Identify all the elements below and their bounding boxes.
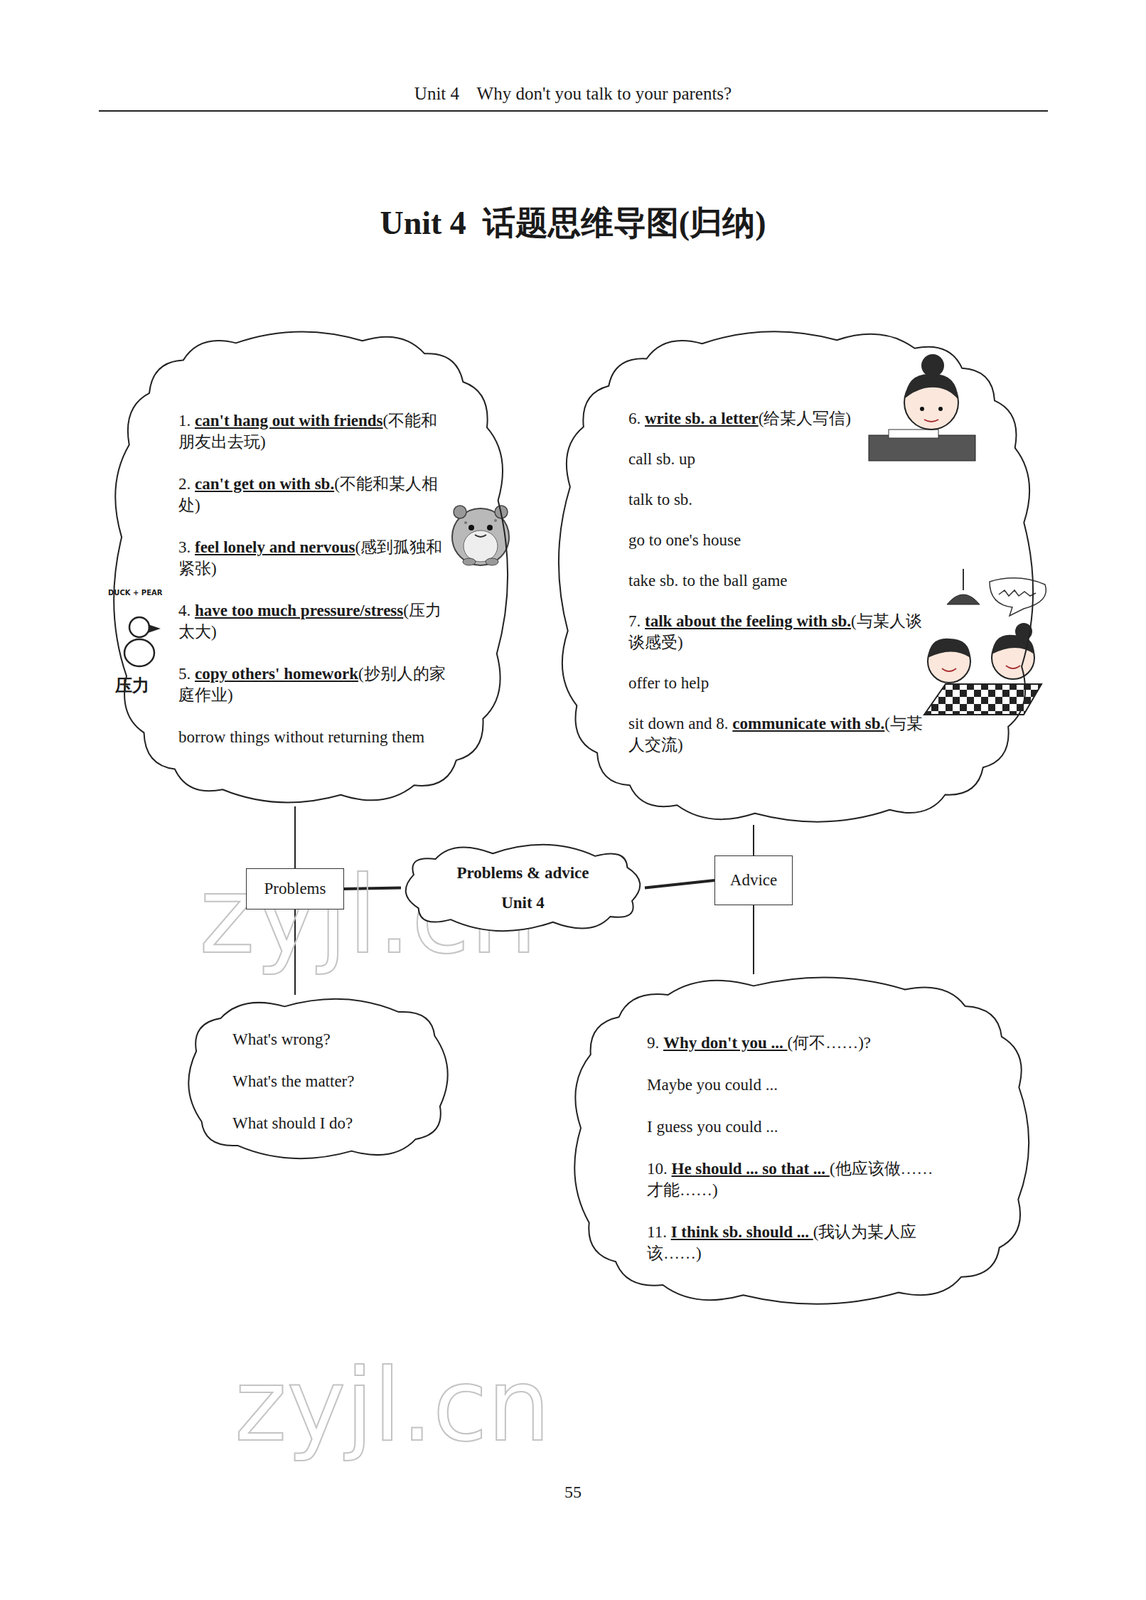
list-item: go to one's house: [628, 529, 928, 551]
list-item: 10. He should ... so that ... (他应该做……才能……: [646, 1158, 946, 1201]
icon-caption: DUCK + PEAR: [108, 588, 163, 597]
list-item: 11. I think sb. should ... (我认为某人应该……): [646, 1221, 946, 1265]
hamster-picture: [452, 505, 510, 566]
item-number: 6.: [628, 409, 645, 428]
question-cloud: What's wrong? What's the matter? What shou…: [183, 994, 453, 1163]
list-item: 3. feel lonely and nervous(感到孤独和紧张): [178, 536, 449, 580]
topic-cloud: Problems & adviceUnit 4: [400, 841, 645, 934]
list-item: What's wrong?: [232, 1028, 411, 1051]
list-item: borrow things without returning them: [178, 726, 449, 748]
cloud-border: [188, 998, 448, 1159]
cloud-border: [574, 977, 1029, 1304]
key-phrase: Why don't you ...: [663, 1033, 787, 1052]
list-item: 4. have too much pressure/stress(压力太大): [178, 600, 449, 643]
item-number: 1.: [178, 411, 195, 430]
phrase-cloud: 9. Why don't you ... (何不……)? Maybe you co…: [569, 973, 1033, 1307]
list-item: I guess you could ...: [646, 1116, 946, 1138]
key-phrase: write sb. a letter: [644, 409, 759, 428]
advice-cloud: 6. write sb. a letter(给某人写信) call sb. up t…: [555, 328, 1036, 825]
key-phrase: have too much pressure/stress: [194, 601, 404, 620]
list-item: What's the matter?: [232, 1070, 411, 1092]
list-item: 9. Why don't you ... (何不……)?: [646, 1032, 946, 1054]
list-item: call sb. up: [628, 448, 928, 470]
cloud-border: [113, 331, 508, 802]
item-number: 3.: [178, 538, 195, 556]
chinese-gloss: (何不……)?: [786, 1033, 871, 1052]
connector-line: [752, 824, 755, 856]
list-item: offer to help: [628, 672, 928, 694]
page-number: 55: [0, 1482, 1146, 1502]
list-item: 2. can't get on with sb.(不能和某人相处): [178, 473, 449, 517]
cloud-outline: [400, 841, 645, 934]
list-item: Maybe you could ...: [646, 1074, 946, 1096]
cloud-border: [558, 331, 1033, 822]
key-phrase: I think sb. should ...: [671, 1222, 814, 1241]
cloud-text-area: 6. write sb. a letter(给某人写信) call sb. up t…: [628, 408, 928, 756]
list-item: 7. talk about the feeling with sb.(与某人谈谈…: [628, 610, 928, 654]
list-item: What should I do?: [232, 1112, 411, 1134]
chinese-gloss: (给某人写信): [758, 409, 851, 428]
list-item: 5. copy others' homework(抄别人的家庭作业): [178, 663, 449, 706]
category-box: Advice: [714, 855, 793, 905]
connector-line: [752, 904, 755, 974]
key-phrase: feel lonely and nervous: [194, 538, 356, 556]
connector-line: [644, 880, 715, 888]
cloud-text-area: 1. can't hang out with friends(不能和朋友出去玩)…: [178, 410, 449, 748]
page-header: Unit 4 Why don't you talk to your parent…: [0, 83, 1146, 104]
icon-caption: 压力: [115, 673, 150, 697]
item-number: sit down and 8.: [628, 714, 733, 733]
key-phrase: communicate with sb.: [732, 714, 885, 733]
list-item: sit down and 8. communicate with sb.(与某人…: [628, 713, 928, 756]
item-number: 2.: [178, 474, 195, 493]
item-number: 9.: [646, 1033, 664, 1052]
girl-writing-picture: [868, 354, 976, 461]
category-box: Problems: [245, 868, 345, 910]
problem-cloud: 1. can't hang out with friends(不能和朋友出去玩)…: [110, 328, 511, 807]
list-item: 6. write sb. a letter(给某人写信): [628, 408, 928, 430]
watermark: zyjl.cn: [234, 1347, 551, 1464]
cloud-border: [405, 844, 641, 931]
item-number: 11.: [646, 1222, 672, 1241]
cloud-outline: [569, 973, 1033, 1307]
item-number: 7.: [628, 612, 645, 630]
key-phrase: He should ... so that ...: [671, 1159, 830, 1178]
topic-subheading: Unit 4: [501, 892, 545, 914]
cloud-text-area: What's wrong? What's the matter? What shou…: [232, 1028, 411, 1134]
key-phrase: can't hang out with friends: [194, 411, 384, 430]
list-item: 1. can't hang out with friends(不能和朋友出去玩): [178, 410, 449, 453]
box-label: Problems: [264, 879, 327, 898]
item-number: 10.: [646, 1159, 672, 1178]
box-label: Advice: [730, 870, 778, 890]
list-item: talk to sb.: [628, 489, 928, 511]
item-number: 5.: [178, 664, 195, 683]
topic-heading: Problems & advice: [456, 862, 589, 884]
key-phrase: can't get on with sb.: [194, 474, 335, 493]
duck-icon: [124, 617, 158, 667]
cloud-text-area: 9. Why don't you ... (何不……)? Maybe you co…: [646, 1032, 946, 1265]
header-rule: [98, 110, 1048, 112]
item-number: 4.: [178, 601, 195, 620]
cloud-outline: [555, 328, 1036, 825]
page-title: Unit 4 话题思维导图(归纳): [0, 201, 1146, 246]
list-item: take sb. to the ball game: [628, 570, 928, 592]
key-phrase: talk about the feeling with sb.: [644, 612, 851, 630]
key-phrase: copy others' homework: [194, 664, 359, 683]
